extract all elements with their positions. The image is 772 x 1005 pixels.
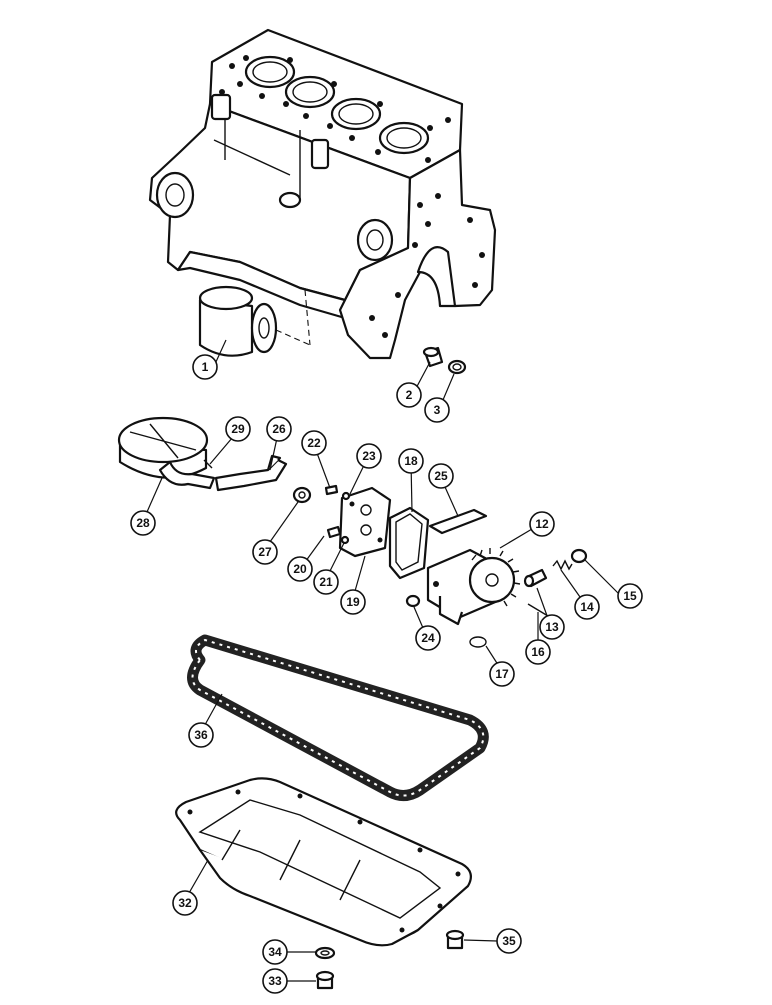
callout-29: 29 [225,416,251,442]
svg-text:29: 29 [231,422,245,436]
svg-text:34: 34 [268,945,282,959]
relief-cap [570,548,588,564]
svg-text:21: 21 [319,575,333,589]
svg-text:15: 15 [623,589,637,603]
cover-bolt-20 [326,525,342,539]
svg-text:2: 2 [406,388,413,402]
callout-35: 35 [496,928,522,954]
callout-33: 33 [262,968,288,994]
tube-ring [292,486,312,504]
seal-17 [469,636,487,648]
oil-pump-body [426,548,521,626]
oil-pan [175,777,473,947]
callout-14: 14 [574,594,600,620]
svg-text:25: 25 [434,469,448,483]
svg-text:17: 17 [495,667,509,681]
o-ring-24 [405,594,421,608]
svg-text:32: 32 [178,896,192,910]
pump-gasket [388,506,430,580]
svg-text:20: 20 [293,562,307,576]
oil-fitting [422,346,444,368]
callout-2: 2 [396,382,422,408]
drain-plug-33 [315,970,335,990]
engine-block [148,28,497,360]
callout-16: 16 [525,639,551,665]
callout-27: 27 [252,539,278,565]
callout-34: 34 [262,939,288,965]
suction-strainer [117,416,216,490]
cover-bolt-22 [324,484,339,496]
svg-text:24: 24 [421,631,435,645]
callout-32: 32 [172,890,198,916]
callout-18: 18 [398,448,424,474]
oil-pan-gasket [187,634,489,801]
svg-text:22: 22 [307,436,321,450]
relief-plunger [523,568,548,588]
svg-text:35: 35 [502,934,516,948]
svg-text:19: 19 [346,595,360,609]
svg-text:23: 23 [362,449,376,463]
callout-36: 36 [188,722,214,748]
relief-pin [527,603,549,617]
svg-text:27: 27 [258,545,272,559]
pump-cover [338,486,392,558]
callout-22: 22 [301,430,327,456]
svg-text:33: 33 [268,974,282,988]
relief-spring [552,559,573,571]
callout-13: 13 [539,614,565,640]
drain-plug [445,929,465,950]
pin-29 [203,459,213,469]
svg-text:13: 13 [545,620,559,634]
svg-text:28: 28 [136,516,150,530]
callout-12: 12 [529,511,555,537]
svg-text:12: 12 [535,517,549,531]
callout-17: 17 [489,661,515,687]
callout-3: 3 [424,397,450,423]
callout-21: 21 [313,569,339,595]
svg-text:26: 26 [272,422,286,436]
oil-filter [198,285,311,357]
svg-text:18: 18 [404,454,418,468]
callout-15: 15 [617,583,643,609]
washer-23 [341,491,351,501]
sealing-washer [447,359,467,375]
washer-21 [340,535,350,545]
callout-28: 28 [130,510,156,536]
suction-tube [214,454,288,492]
callout-23: 23 [356,443,382,469]
svg-text:14: 14 [580,600,594,614]
svg-text:16: 16 [531,645,545,659]
callout-26: 26 [266,416,292,442]
callout-20: 20 [287,556,313,582]
svg-text:3: 3 [434,403,441,417]
svg-text:36: 36 [194,728,208,742]
callout-24: 24 [415,625,441,651]
callout-19: 19 [340,589,366,615]
callout-25: 25 [428,463,454,489]
svg-text:1: 1 [202,360,209,374]
pump-strap [428,508,488,535]
callout-1: 1 [192,354,218,380]
drain-washer [314,946,336,960]
